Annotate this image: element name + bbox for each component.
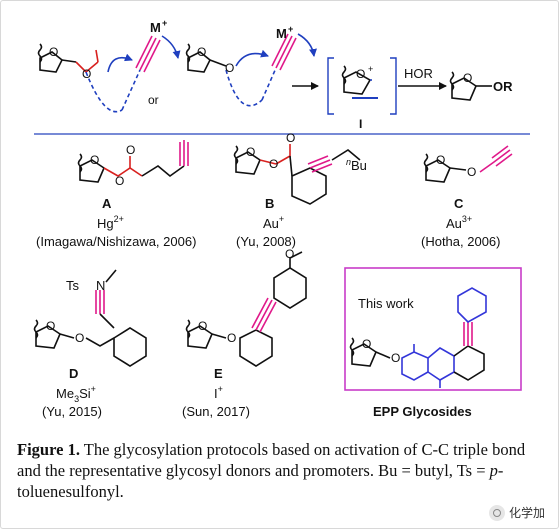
ester-oxygen-1: O (82, 67, 91, 81)
donor-e-promoter: I+ (214, 384, 223, 401)
donor-a-id: A (102, 196, 112, 211)
caption-italic-p: p (489, 461, 498, 480)
svg-text:O: O (285, 247, 294, 261)
ring-oxygen: O (49, 45, 58, 59)
intermediate-label: I (359, 117, 362, 131)
svg-text:O: O (391, 351, 400, 365)
metal-arrow-1 (161, 35, 181, 59)
svg-text:O: O (269, 157, 278, 171)
product-glycoside (449, 71, 492, 101)
svg-text:O: O (436, 153, 445, 167)
donor-b-structure (233, 144, 361, 205)
donor-e-id: E (214, 366, 223, 381)
svg-text:O: O (115, 174, 124, 188)
donor-c-promoter: Au3+ (446, 214, 472, 231)
donor-b-id: B (265, 196, 274, 211)
metal-charge-1: + (162, 18, 167, 28)
svg-text:O: O (286, 131, 295, 145)
intermediate-brackets (327, 57, 397, 115)
watermark: 化学加 (484, 502, 549, 523)
donor-e-structure (185, 251, 307, 367)
this-work-box (344, 267, 522, 391)
svg-text:O: O (75, 331, 84, 345)
donor-b-reference: (Yu, 2008) (236, 234, 296, 249)
svg-text:O: O (46, 319, 55, 333)
metal-label-1: M (150, 20, 161, 35)
this-work-name: EPP Glycosides (373, 404, 472, 419)
svg-text:O: O (463, 71, 472, 85)
dashed-tether (85, 71, 123, 113)
svg-text:O: O (197, 45, 206, 59)
caption-text-2: -toluenesulfonyl. (17, 461, 504, 501)
figure-caption: Figure 1. The glycosylation protocols ba… (17, 439, 547, 502)
svg-text:O: O (467, 165, 476, 179)
donor-d-n: N (96, 278, 105, 293)
donor-d-promoter: Me3Si+ (56, 384, 96, 404)
reagent-label: HOR (404, 66, 433, 81)
alkyne-1 (135, 35, 161, 73)
watermark-logo-icon (488, 504, 505, 521)
donor-a-promoter: Hg2+ (97, 214, 124, 231)
oxocarbenium-ring (341, 65, 378, 99)
top-donor-1 (37, 35, 181, 113)
donor-d-ts: Ts (66, 278, 80, 293)
donor-e-reference: (Sun, 2017) (182, 404, 250, 419)
svg-text:O: O (246, 145, 255, 159)
top-donor-2 (185, 33, 317, 107)
donor-c-structure (423, 145, 513, 183)
donor-a-structure (77, 140, 189, 183)
svg-text:O: O (356, 67, 365, 81)
donor-c-reference: (Hotha, 2006) (421, 234, 501, 249)
svg-text:O: O (362, 337, 371, 351)
oxocarbenium-charge: + (368, 64, 373, 74)
figure-label: Figure 1. (17, 440, 80, 459)
svg-text:O: O (198, 319, 207, 333)
donor-b-promoter: Au+ (263, 214, 284, 231)
product-substituent: OR (493, 79, 513, 94)
svg-text:O: O (90, 153, 99, 167)
wavy-bond (37, 43, 43, 63)
donor-b-substituent: nBu (346, 157, 367, 173)
caption-text-1: The glycosylation protocols based on act… (17, 440, 526, 480)
donor-d-reference: (Yu, 2015) (42, 404, 102, 419)
epp-structure (349, 287, 487, 388)
this-work-label: This work (358, 296, 414, 311)
donor-c-id: C (454, 196, 464, 211)
metal-label-2: M (276, 26, 287, 41)
svg-text:O: O (126, 143, 135, 157)
reaction-scheme: O O M + or O O M + O + I HOR O OR (33, 18, 530, 419)
push-arrow-1 (107, 53, 133, 73)
furanose-ring (39, 51, 64, 73)
or-label: or (148, 93, 159, 107)
watermark-text: 化学加 (508, 506, 545, 520)
svg-text:O: O (225, 61, 234, 75)
donor-d-structure (33, 269, 147, 367)
metal-charge-2: + (288, 24, 293, 34)
donor-d-id: D (69, 366, 78, 381)
donor-a-reference: (Imagawa/Nishizawa, 2006) (36, 234, 196, 249)
svg-text:O: O (227, 331, 236, 345)
